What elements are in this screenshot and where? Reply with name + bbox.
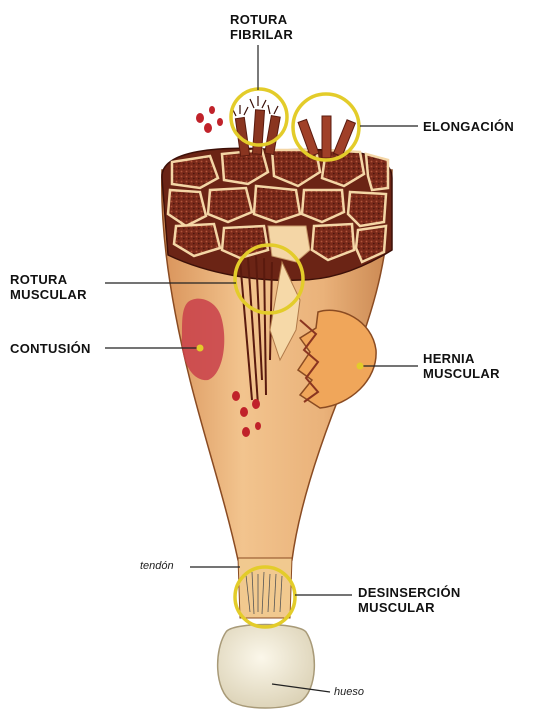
- label-contusion: CONTUSIÓN: [10, 341, 91, 356]
- label-elongacion: ELONGACIÓN: [423, 119, 514, 134]
- blood-drops-top: [196, 106, 223, 133]
- label-desinsercion-muscular: DESINSERCIÓN MUSCULAR: [358, 585, 461, 615]
- label-hernia-muscular: HERNIA MUSCULAR: [423, 351, 500, 381]
- label-hueso: hueso: [334, 686, 364, 698]
- label-rotura-muscular: ROTURA MUSCULAR: [10, 272, 87, 302]
- label-tendon: tendón: [140, 560, 174, 572]
- bone: [218, 625, 315, 709]
- label-rotura-fibrilar: ROTURA FIBRILAR: [230, 12, 293, 42]
